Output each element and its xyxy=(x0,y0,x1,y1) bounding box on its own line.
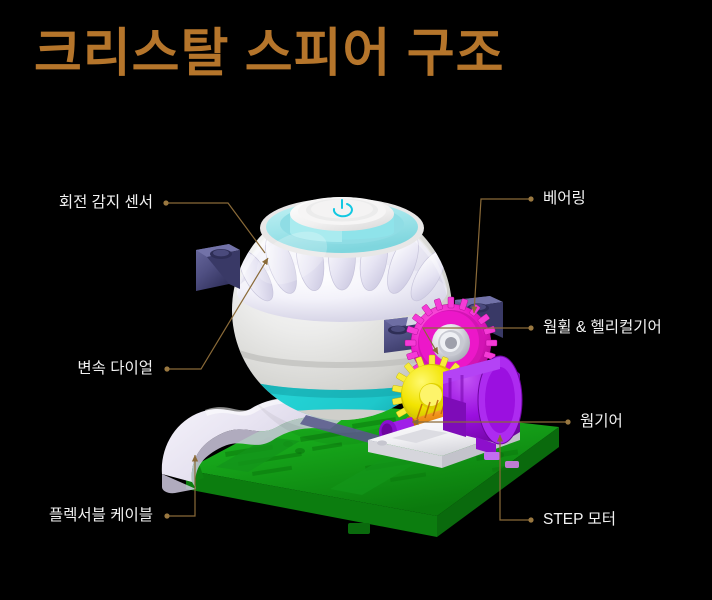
power-glyph xyxy=(332,199,353,218)
callout-label-speed-dial: 변속 다이얼 xyxy=(77,360,153,377)
leader-worm-wheel xyxy=(421,327,531,355)
leader-dot-step-motor xyxy=(528,517,534,523)
callout-label-worm-gear: 웜기어 xyxy=(580,413,623,430)
leader-dot-rotation-sensor xyxy=(163,200,169,206)
callout-label-rotation-sensor: 회전 감지 센서 xyxy=(58,194,153,211)
callout-label-bearing: 베어링 xyxy=(543,190,586,207)
callout-leader-lines xyxy=(166,198,568,521)
callout-label-step-motor: STEP 모터 xyxy=(543,511,617,528)
leader-dot-speed-dial xyxy=(164,366,170,372)
leader-step-motor xyxy=(496,434,531,521)
bearing-block-left xyxy=(196,244,240,291)
leader-flexible-cable xyxy=(167,454,199,517)
leader-dot-worm-gear xyxy=(565,419,571,425)
callout-leader-dots xyxy=(163,196,571,523)
leader-dot-bearing xyxy=(528,196,534,202)
leader-dot-worm-wheel xyxy=(528,325,534,331)
leader-bearing xyxy=(471,198,531,314)
leader-speed-dial xyxy=(167,257,269,370)
callout-label-flexible-cable: 플렉서블 케이블 xyxy=(48,507,153,524)
page-title: 크리스탈 스피어 구조 xyxy=(34,25,505,83)
leader-rotation-sensor xyxy=(166,202,266,254)
leader-dot-flexible-cable xyxy=(164,513,170,519)
callout-label-worm-wheel-helical-gear: 웜휠 & 헬리컬기어 xyxy=(543,319,662,336)
